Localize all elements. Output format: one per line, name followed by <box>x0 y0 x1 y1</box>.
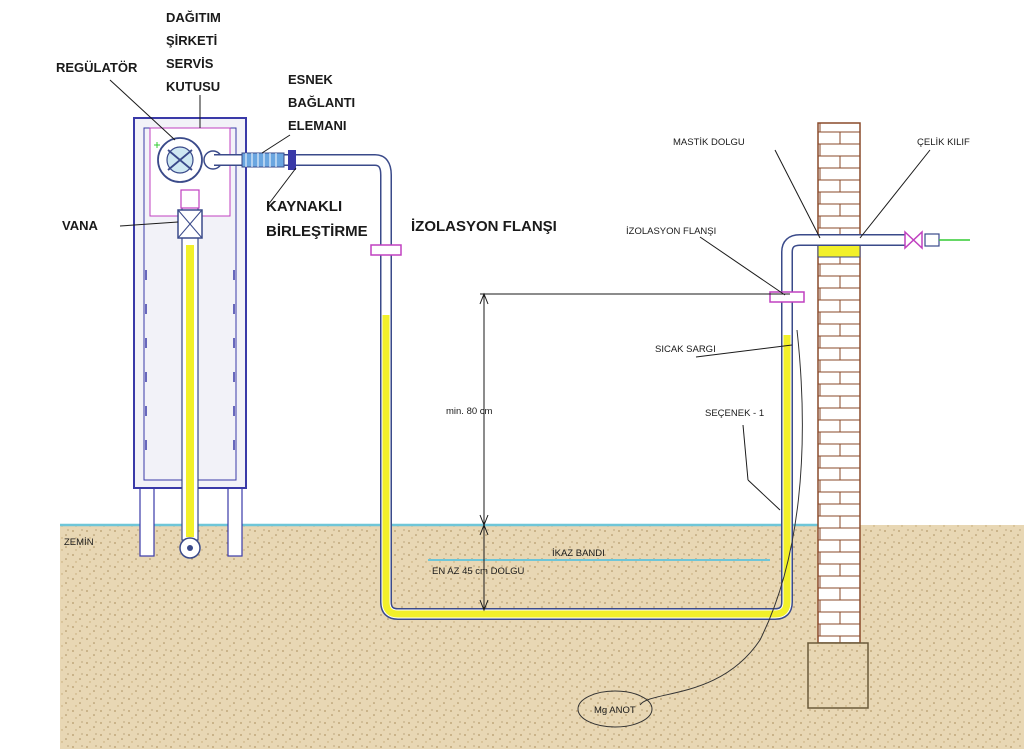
soil-ground <box>60 523 1024 749</box>
label-hot-wrap: SICAK SARGI <box>655 344 716 355</box>
label-flexible-connector-1: ESNEK <box>288 72 333 87</box>
label-mastic-fill: MASTİK DOLGU <box>673 137 745 148</box>
label-ground: ZEMİN <box>64 537 94 548</box>
label-min-depth: min. 80 cm <box>446 406 493 417</box>
anode-icon <box>577 690 653 728</box>
outlet-valve-icon <box>904 230 970 250</box>
label-distribution-box-3: SERVİS <box>166 56 214 71</box>
depth-dimension <box>479 292 790 612</box>
label-flexible-connector-3: ELEMANI <box>288 118 347 133</box>
valve-icon <box>177 189 203 239</box>
service-pipe <box>214 154 905 620</box>
flexible-connector <box>241 150 296 170</box>
label-warning-tape: İKAZ BANDI <box>552 548 605 559</box>
label-distribution-box-2: ŞİRKETİ <box>166 33 217 48</box>
regulator-icon <box>154 137 223 183</box>
label-fill-depth: EN AZ 45 cm DOLGU <box>432 566 525 577</box>
anode-cable <box>639 329 803 706</box>
label-welded-joint-2: BİRLEŞTİRME <box>266 223 368 240</box>
label-regulator: REGÜLATÖR <box>56 60 138 75</box>
label-option: SEÇENEK - 1 <box>705 408 764 419</box>
label-distribution-box-4: KUTUSU <box>166 79 220 94</box>
label-insulation-flange-main: İZOLASYON FLANŞI <box>411 218 557 235</box>
label-anode: Mg ANOT <box>594 705 636 716</box>
label-valve: VANA <box>62 218 98 233</box>
insulation-flange-small <box>769 291 805 303</box>
riser-pipe <box>179 199 201 559</box>
label-distribution-box-1: DAĞITIM <box>166 10 221 25</box>
label-flexible-connector-2: BAĞLANTI <box>288 95 355 110</box>
insulation-flange-main <box>370 244 402 256</box>
leader-lines <box>109 79 931 511</box>
label-insulation-flange-small: İZOLASYON FLANŞI <box>626 226 716 237</box>
label-steel-sleeve: ÇELİK KILIF <box>917 137 970 148</box>
label-welded-joint-1: KAYNAKLI <box>266 198 342 215</box>
